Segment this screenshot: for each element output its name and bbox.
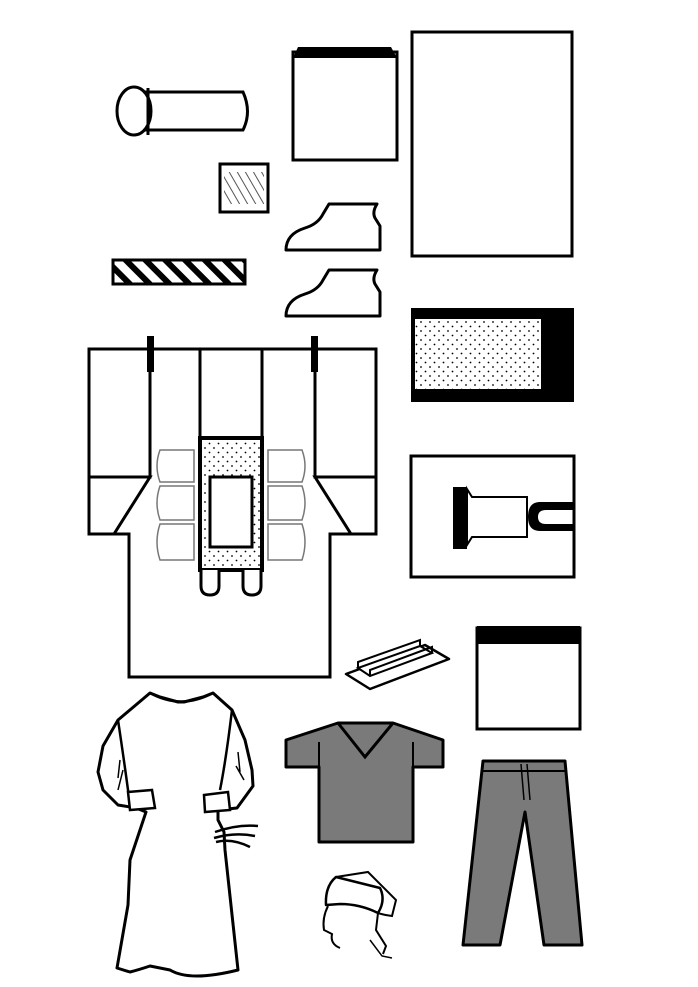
towel-icon: [291, 47, 399, 162]
surgical-cap-icon: [322, 870, 398, 959]
towel-icon: [475, 626, 582, 731]
cable-holder-icon: [344, 638, 451, 691]
scrub-top-icon: [284, 721, 445, 844]
shoe-cover-icon: [284, 268, 382, 318]
absorbent-drape-icon: [411, 308, 574, 402]
sheet-icon: [410, 30, 574, 258]
scrub-pants-icon: [461, 759, 584, 947]
instrument-cover-icon: [409, 454, 576, 579]
tube-cover-icon: [115, 85, 249, 137]
gauze-pad-icon: [218, 162, 270, 214]
shoe-cover-icon: [284, 202, 382, 252]
adhesive-strip-icon: [111, 258, 247, 286]
surgical-drape-icon: [87, 336, 378, 679]
surgical-gown-icon: [96, 691, 259, 978]
